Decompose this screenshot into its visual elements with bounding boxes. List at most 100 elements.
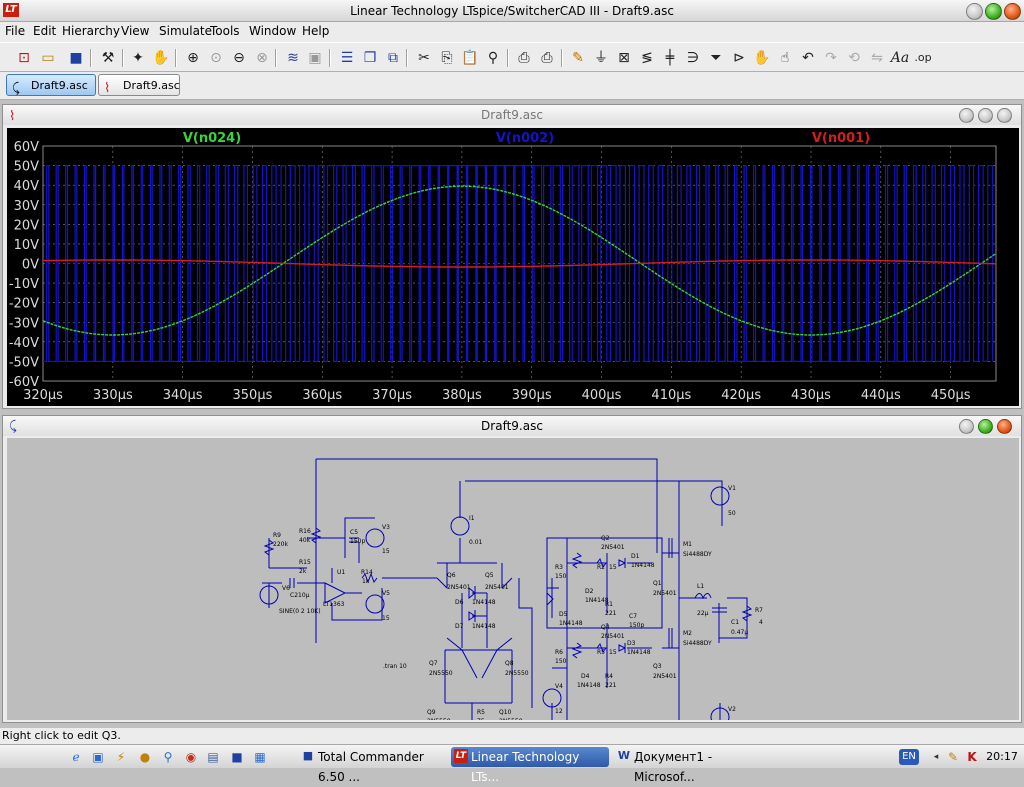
component-label: Q6: [447, 572, 456, 579]
menu-help[interactable]: Help: [302, 24, 330, 38]
menu-hierarchy[interactable]: Hierarchy: [62, 24, 121, 38]
component-label: R5: [597, 649, 605, 656]
cut-icon[interactable]: ✂: [418, 50, 430, 66]
ltspice-logo-icon[interactable]: LT: [3, 3, 19, 17]
search-icon[interactable]: ⚲: [163, 750, 173, 764]
zoom-in-icon[interactable]: ⊕: [187, 50, 199, 66]
component-label: 1N4148: [472, 623, 496, 630]
rotate-icon[interactable]: ⟲: [848, 50, 860, 66]
component-label: 15: [382, 548, 390, 555]
menu-window[interactable]: Window: [249, 24, 297, 38]
x-tick-label: 450µs: [931, 388, 971, 403]
component-label: 15: [609, 564, 617, 571]
network-icon[interactable]: ▦: [254, 750, 266, 764]
minimize-button[interactable]: [966, 3, 983, 20]
paste-icon[interactable]: 📋: [461, 50, 479, 66]
spice-directive-icon[interactable]: .op: [914, 51, 932, 64]
copy-icon[interactable]: ⎘: [441, 50, 453, 66]
tile-horizontal-icon[interactable]: ☰: [340, 50, 354, 66]
waveform-close-button[interactable]: [997, 108, 1012, 123]
schematic-minimize-button[interactable]: [959, 419, 974, 434]
pan-icon[interactable]: ⊙: [210, 50, 222, 66]
component-label: 50: [728, 510, 736, 517]
language-indicator[interactable]: EN: [899, 749, 919, 765]
menu-edit[interactable]: Edit: [33, 24, 57, 38]
x-tick-label: 440µs: [861, 388, 901, 403]
taskbar-item-total-commander[interactable]: ■ Total Commander 6.50 ...: [298, 747, 446, 784]
cascade-icon[interactable]: ❐: [363, 50, 377, 66]
save-icon[interactable]: ■: [69, 50, 83, 66]
component-label: Q2: [601, 535, 610, 542]
new-schematic-icon[interactable]: ⊡: [18, 50, 30, 66]
text-icon[interactable]: Aa: [890, 50, 910, 66]
component-label: D3: [627, 640, 636, 647]
tab-waveform[interactable]: ⌇ Draft9.asc: [98, 74, 180, 96]
inductor-icon[interactable]: ∋: [686, 50, 700, 66]
find-icon[interactable]: ⚲: [487, 50, 499, 66]
component-label: 15: [382, 615, 390, 622]
component-label: LT1363: [323, 601, 345, 608]
floppy-icon[interactable]: ■: [231, 750, 243, 764]
component-label: 15: [609, 649, 617, 656]
schematic-canvas[interactable]: V150V250V315V515V412V6SINE(0 2 10K)I10.0…: [7, 438, 1019, 720]
halt-icon[interactable]: ✋: [152, 50, 170, 66]
menu-file[interactable]: File: [5, 24, 26, 38]
draw-wire-icon[interactable]: ✎: [572, 50, 584, 66]
explorer-icon[interactable]: ▣: [92, 750, 104, 764]
tray-pencil-icon[interactable]: ✎: [947, 750, 959, 764]
folder-icon[interactable]: ●: [139, 750, 151, 764]
zoom-out-icon[interactable]: ⊖: [233, 50, 245, 66]
winamp-icon[interactable]: ⚡: [116, 750, 126, 764]
taskbar-item-word[interactable]: W Документ1 - Microsof...: [614, 747, 764, 784]
title-bar: LT Linear Technology LTspice/SwitcherCAD…: [0, 0, 1024, 22]
capacitor-icon[interactable]: ╪: [665, 50, 675, 66]
media-icon[interactable]: ◉: [185, 750, 197, 764]
component-label: 150: [555, 573, 567, 580]
taskbar-item-ltspice[interactable]: LT Linear Technology LTs...: [451, 747, 609, 784]
component-icon[interactable]: ⊳: [733, 50, 745, 66]
component-label: 2N5401: [601, 544, 625, 551]
control-panel-icon[interactable]: ⚒: [101, 50, 115, 66]
terminal-icon[interactable]: ▤: [207, 750, 219, 764]
mirror-icon[interactable]: ⇋: [871, 50, 883, 66]
diode-icon[interactable]: ⏷: [710, 50, 722, 66]
tab-schematic[interactable]: ⤹ Draft9.asc: [6, 74, 96, 96]
y-tick-label: -30V: [9, 316, 39, 331]
schematic-close-button[interactable]: [997, 419, 1012, 434]
maximize-button[interactable]: [985, 3, 1002, 20]
undo-icon[interactable]: ↶: [802, 50, 814, 66]
close-window-icon[interactable]: ⧉: [388, 50, 398, 66]
zoom-extents-icon[interactable]: ▣: [308, 50, 322, 66]
apple-start-icon[interactable]: [24, 749, 40, 765]
component-label: I1: [469, 515, 475, 522]
menu-view[interactable]: View: [121, 24, 150, 38]
status-text: Right click to edit Q3.: [2, 729, 121, 742]
schematic-components[interactable]: [259, 486, 753, 720]
waveform-maximize-button[interactable]: [978, 108, 993, 123]
component-label: V4: [555, 683, 563, 690]
toolbar: ⊡ ▭ ■ ⚒ ✦ ✋ ⊕ ⊙ ⊖ ⊗ ≋ ▣ ☰ ❐ ⧉ ✂ ⎘ 📋 ⚲ ⎙ …: [0, 42, 1024, 72]
run-icon[interactable]: ✦: [132, 50, 144, 66]
resistor-icon[interactable]: ≶: [641, 50, 653, 66]
x-tick-label: 350µs: [233, 388, 273, 403]
ground-icon[interactable]: ⏚: [594, 50, 608, 66]
redo-icon[interactable]: ↷: [825, 50, 837, 66]
print-setup-icon[interactable]: ⎙: [518, 50, 530, 66]
move-icon[interactable]: ✋: [753, 50, 771, 66]
tray-arrow-icon[interactable]: ◂: [933, 752, 939, 762]
kaspersky-icon[interactable]: K: [967, 750, 977, 764]
zoom-cancel-icon[interactable]: ⊗: [256, 50, 268, 66]
schematic-maximize-button[interactable]: [978, 419, 993, 434]
menu-tools[interactable]: Tools: [210, 24, 240, 38]
drag-icon[interactable]: ☝: [780, 50, 790, 66]
label-net-icon[interactable]: ⊠: [618, 50, 630, 66]
close-button[interactable]: [1004, 3, 1021, 20]
ie-icon[interactable]: ℯ: [72, 750, 80, 764]
x-tick-label: 330µs: [93, 388, 133, 403]
autorange-icon[interactable]: ≋: [287, 50, 299, 66]
menu-simulate[interactable]: Simulate: [159, 24, 213, 38]
waveform-minimize-button[interactable]: [959, 108, 974, 123]
print-icon[interactable]: ⎙: [541, 50, 553, 66]
open-icon[interactable]: ▭: [41, 50, 55, 66]
